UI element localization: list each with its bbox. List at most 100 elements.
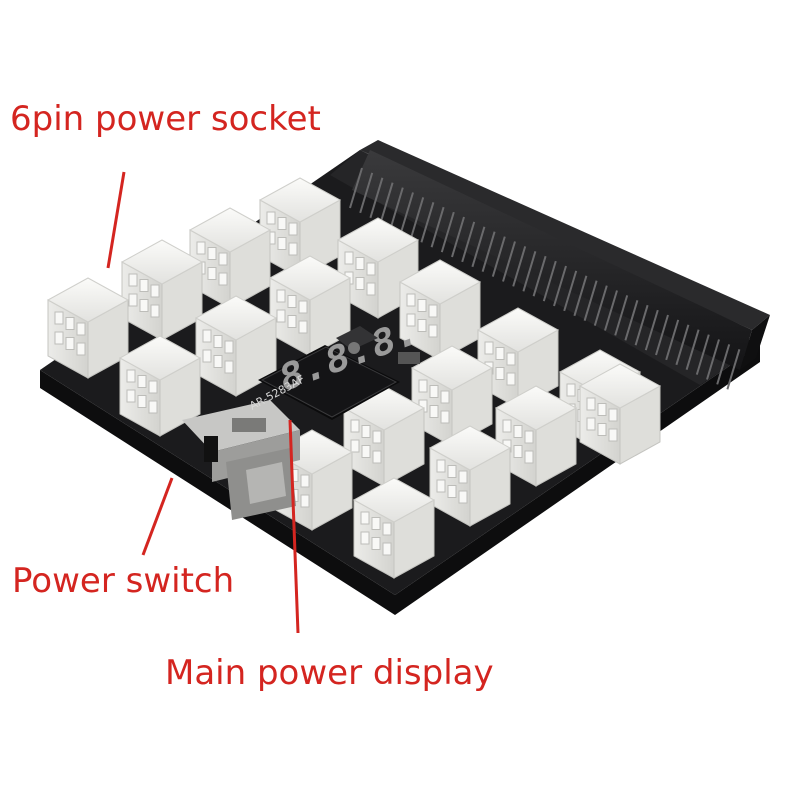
- slot-pin: [481, 231, 496, 272]
- slot-pin: [542, 260, 557, 302]
- pin-hole: [428, 304, 438, 318]
- slot-pin: [471, 226, 486, 268]
- pin-hole: [137, 375, 147, 388]
- slot-pin: [379, 182, 394, 223]
- slot-pins: [349, 167, 741, 390]
- slot-pin: [685, 329, 700, 370]
- slot-pin: [420, 202, 435, 243]
- six-pin-connector: [268, 255, 352, 357]
- pin-hole: [440, 410, 450, 424]
- pin-hole: [54, 331, 64, 345]
- pin-hole: [128, 293, 138, 307]
- slot-pin: [614, 295, 629, 336]
- socket-callout-line: [106, 171, 126, 269]
- socket-label: 6pin power socket: [10, 99, 321, 139]
- pin-hole: [506, 352, 516, 366]
- pin-hole: [513, 425, 523, 438]
- pin-hole: [218, 272, 228, 286]
- slot-pin: [553, 265, 567, 307]
- slot-pin: [430, 206, 445, 248]
- pin-hole: [372, 450, 382, 464]
- pin-hole: [586, 397, 596, 411]
- pin-hole: [484, 341, 494, 355]
- pin-hole: [417, 299, 427, 312]
- pin-hole: [65, 337, 75, 350]
- pin-hole: [148, 380, 158, 394]
- six-pin-connector: [118, 335, 202, 437]
- pin-hole: [506, 372, 516, 386]
- pin-hole: [139, 279, 149, 292]
- pin-hole: [150, 304, 160, 318]
- slot-pin: [502, 241, 516, 282]
- pin-hole: [586, 417, 596, 431]
- edge-slot: [349, 140, 770, 390]
- six-pin-connector: [46, 277, 130, 379]
- six-pin-connector: [476, 307, 560, 409]
- slot-pin: [593, 285, 608, 326]
- display-callout-line: [288, 419, 300, 634]
- pin-hole: [298, 320, 308, 334]
- pin-hole: [276, 289, 286, 303]
- pin-hole: [128, 273, 138, 287]
- pin-hole: [126, 369, 136, 383]
- power-switch: [182, 400, 300, 520]
- pin-hole: [300, 494, 310, 508]
- pin-hole: [597, 403, 607, 416]
- pin-hole: [298, 300, 308, 314]
- pin-hole: [202, 329, 212, 343]
- pin-hole: [382, 522, 392, 536]
- pin-hole: [382, 542, 392, 556]
- slot-pin: [624, 300, 639, 341]
- pin-hole: [224, 360, 234, 374]
- slot-pin: [522, 251, 537, 292]
- pin-hole: [566, 383, 576, 397]
- pin-hole: [344, 251, 354, 265]
- pin-hole: [429, 385, 439, 398]
- pin-hole: [495, 347, 505, 360]
- main-power-display-label: Main power display: [165, 653, 494, 693]
- pin-hole: [524, 450, 534, 464]
- slot-pin: [644, 309, 659, 351]
- switch-callout-line: [141, 477, 174, 556]
- slot-pin: [410, 197, 425, 238]
- pin-hole: [447, 465, 457, 478]
- pin-hole: [207, 267, 217, 280]
- pin-hole: [406, 293, 416, 307]
- six-pin-connector: [352, 477, 436, 579]
- slot-pin: [706, 339, 720, 380]
- power-switch-label: Power switch: [12, 561, 235, 601]
- slot-pin: [675, 324, 690, 366]
- pin-hole: [213, 355, 223, 368]
- pin-hole: [355, 257, 365, 270]
- slot-pin: [573, 275, 588, 317]
- pin-hole: [608, 428, 618, 442]
- slot-pin: [400, 192, 414, 233]
- slot-pin: [451, 216, 465, 258]
- pin-hole: [371, 537, 381, 550]
- slot-pin: [369, 177, 384, 219]
- pin-hole: [361, 445, 371, 458]
- pin-hole: [447, 485, 457, 498]
- slot-pin: [461, 221, 476, 263]
- pin-hole: [360, 531, 370, 545]
- pin-hole: [196, 241, 206, 255]
- pin-hole: [350, 419, 360, 433]
- slot-pin: [359, 172, 374, 214]
- connector-array: [46, 177, 662, 579]
- pin-hole: [458, 470, 468, 484]
- pin-hole: [428, 324, 438, 338]
- pin-hole: [495, 367, 505, 380]
- slot-pin: [655, 314, 669, 356]
- pin-hole: [608, 408, 618, 422]
- pin-hole: [372, 430, 382, 444]
- pin-hole: [436, 459, 446, 473]
- pin-hole: [207, 247, 217, 260]
- pin-hole: [65, 317, 75, 330]
- pin-hole: [417, 319, 427, 332]
- pin-hole: [277, 237, 287, 250]
- pin-hole: [76, 322, 86, 336]
- slot-pin: [604, 290, 618, 331]
- slot-pin: [695, 334, 710, 375]
